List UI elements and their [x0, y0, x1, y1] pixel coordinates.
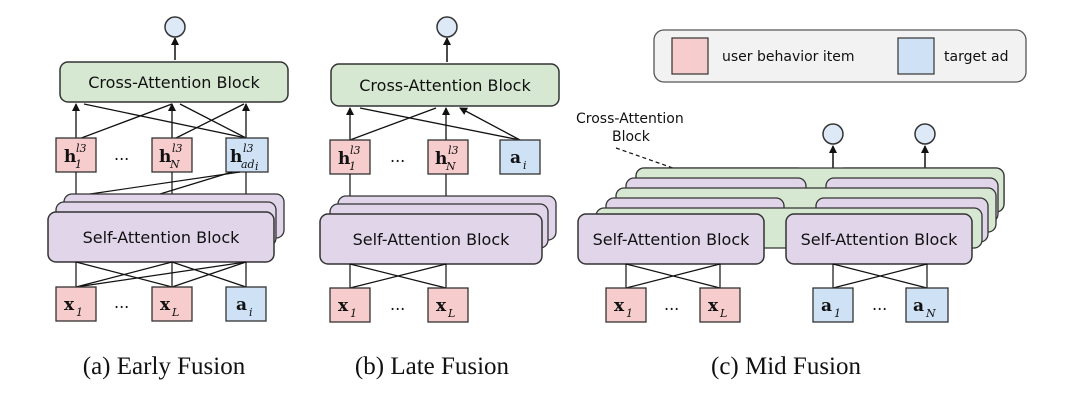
svg-text:1: 1 — [834, 307, 841, 320]
output-node — [164, 16, 186, 38]
a1-node — [812, 287, 854, 323]
svg-text:x: x — [338, 296, 349, 316]
legend-user-swatch — [671, 37, 709, 75]
cross-attention-label: Cross-Attention Block — [359, 76, 531, 95]
svg-text:L: L — [719, 307, 727, 320]
x1-node — [55, 286, 97, 322]
self-attention-label: Self-Attention Block — [83, 228, 241, 247]
svg-text:l3: l3 — [243, 142, 254, 155]
cross-attention-note-line1: Cross-Attention — [576, 111, 684, 127]
cross-attention-note-line2: Block — [612, 129, 651, 145]
self-attention-label-ad: Self-Attention Block — [801, 230, 959, 249]
svg-text:1: 1 — [350, 307, 357, 320]
self-attention-block — [47, 211, 275, 263]
svg-text:l3: l3 — [448, 144, 459, 157]
svg-text:...: ... — [872, 295, 887, 314]
svg-text:l3: l3 — [172, 142, 183, 155]
svg-text:h: h — [435, 149, 447, 169]
svg-text:a: a — [236, 295, 247, 315]
svg-text:h: h — [230, 147, 242, 167]
legend-ad-swatch — [897, 37, 935, 75]
svg-text:N: N — [169, 158, 180, 171]
cross-attention-label: Cross-Attention Block — [88, 73, 260, 92]
caption-mid-fusion: (c) Mid Fusion — [711, 353, 862, 380]
svg-text:...: ... — [390, 147, 405, 166]
svg-text:h: h — [159, 147, 171, 167]
xL-node — [699, 287, 741, 323]
cross-attention-block — [330, 63, 560, 107]
xL-node — [427, 287, 469, 323]
svg-text:...: ... — [114, 145, 129, 164]
panel-late-fusion: Cross-Attention Block h 1 l3 ... h N l3 … — [319, 16, 560, 380]
svg-text:i: i — [523, 159, 527, 172]
svg-text:1: 1 — [626, 307, 633, 320]
output-node-ad — [914, 123, 936, 145]
svg-text:l3: l3 — [76, 142, 87, 155]
cross-attention-block — [59, 61, 289, 103]
legend-ad-label: target ad — [944, 49, 1008, 65]
svg-text:x: x — [614, 296, 625, 316]
legend-user-label: user behavior item — [722, 49, 855, 65]
self-attention-label: Self-Attention Block — [353, 230, 511, 249]
ai-node — [225, 286, 267, 322]
svg-text:i: i — [255, 160, 259, 173]
svg-text:L: L — [447, 307, 455, 320]
svg-text:L: L — [171, 306, 179, 319]
hN-node — [151, 137, 193, 173]
svg-text:a: a — [913, 296, 924, 316]
svg-text:x: x — [64, 295, 75, 315]
svg-text:a: a — [821, 296, 832, 316]
h1-node — [329, 139, 371, 175]
svg-text:i: i — [249, 306, 253, 319]
svg-text:N: N — [445, 160, 456, 173]
self-attention-block-user — [577, 213, 765, 265]
ai-node — [499, 139, 541, 175]
legend: user behavior item target ad — [653, 29, 1027, 83]
hN-node — [427, 139, 469, 175]
xL-node — [151, 286, 193, 322]
svg-text:...: ... — [664, 295, 679, 314]
svg-text:x: x — [436, 296, 447, 316]
caption-late-fusion: (b) Late Fusion — [355, 353, 510, 380]
svg-text:1: 1 — [349, 160, 356, 173]
svg-text:h: h — [338, 149, 350, 169]
aN-node — [905, 287, 949, 323]
x1-node — [329, 287, 371, 323]
self-attention-label-user: Self-Attention Block — [593, 230, 751, 249]
self-attention-block — [319, 213, 543, 265]
output-node — [436, 16, 458, 38]
svg-text:N: N — [925, 307, 936, 320]
output-node-user — [822, 123, 844, 145]
svg-text:h: h — [64, 147, 76, 167]
svg-text:a: a — [510, 148, 521, 168]
svg-text:l3: l3 — [350, 144, 361, 157]
panel-early-fusion: Cross-Attention Block h 1 l3 ... h N l3 … — [47, 16, 289, 380]
caption-early-fusion: (a) Early Fusion — [83, 353, 246, 380]
svg-text:x: x — [160, 295, 171, 315]
svg-text:ad: ad — [241, 158, 255, 171]
panel-mid-fusion: user behavior item target ad Cross-Atten… — [576, 29, 1027, 380]
svg-text:1: 1 — [75, 158, 82, 171]
svg-text:...: ... — [114, 293, 129, 312]
svg-text:x: x — [708, 296, 719, 316]
self-attention-block-ad — [785, 213, 973, 265]
svg-text:1: 1 — [76, 306, 83, 319]
x1-node — [605, 287, 647, 323]
h-ad-node — [225, 137, 269, 173]
svg-text:...: ... — [390, 295, 405, 314]
